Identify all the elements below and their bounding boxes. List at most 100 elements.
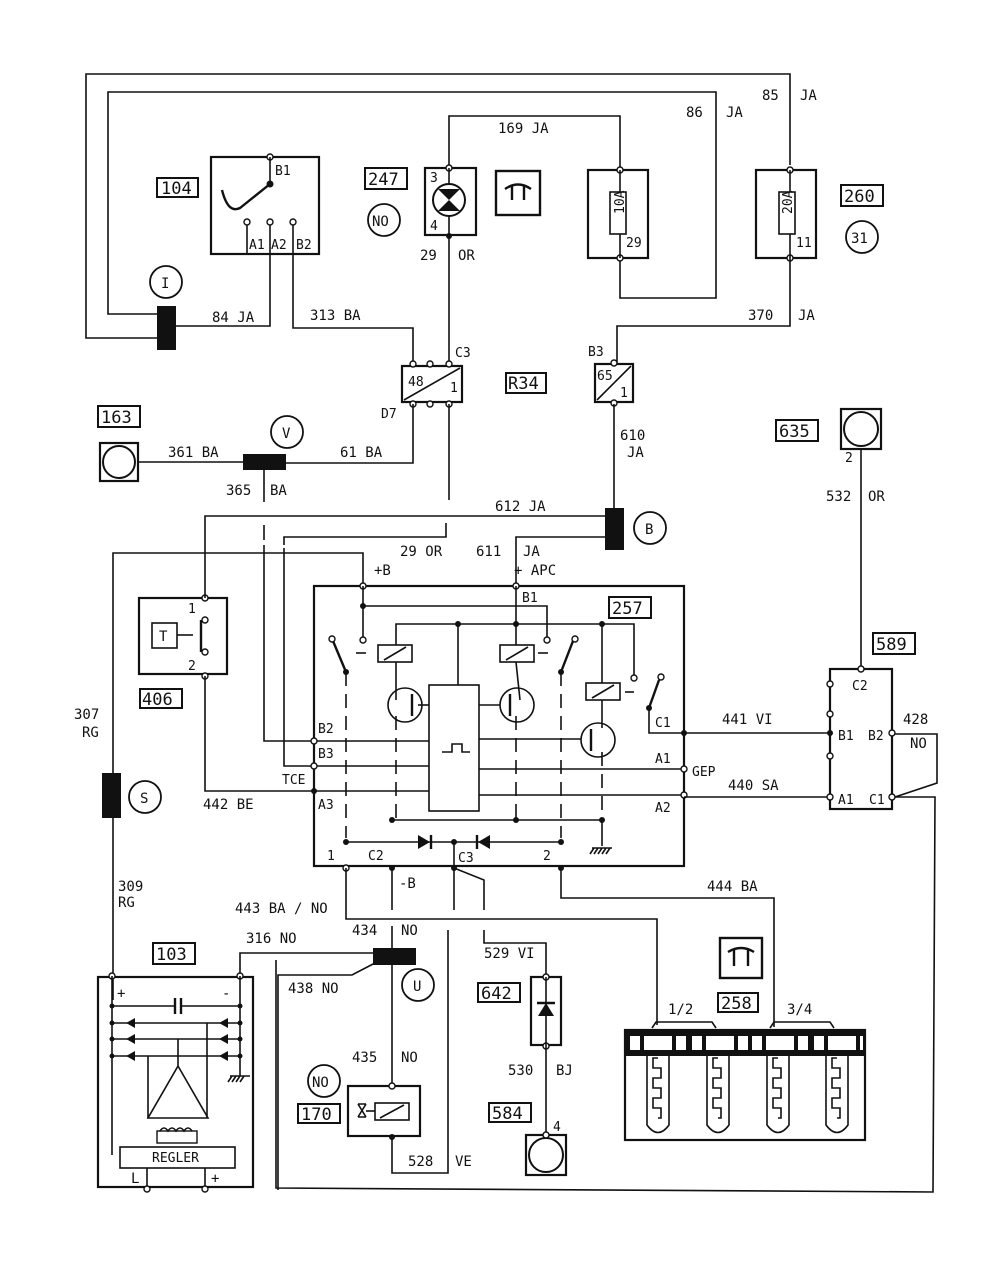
svg-text:3: 3: [430, 171, 438, 186]
svg-text:D7: D7: [381, 407, 397, 422]
connector-65-1: 65 1 B3: [588, 345, 635, 407]
svg-text:309: 309: [118, 879, 143, 895]
wire-434-no: 434 NO: [352, 923, 418, 948]
svg-text:JA: JA: [798, 308, 815, 324]
svg-text:170: 170: [301, 1105, 332, 1125]
svg-text:A1: A1: [838, 793, 854, 808]
wire-309-rg: 309 RG: [118, 879, 143, 911]
svg-text:65: 65: [597, 369, 613, 384]
svg-text:428: 428: [903, 712, 928, 728]
svg-text:C3: C3: [458, 851, 474, 866]
svg-text:NO: NO: [401, 923, 418, 939]
svg-text:4: 4: [430, 219, 438, 234]
svg-text:C3: C3: [455, 346, 471, 361]
svg-text:1: 1: [327, 849, 335, 864]
svg-text:610: 610: [620, 428, 645, 444]
fuse-20a: 20A 11: [754, 166, 818, 262]
svg-text:441 VI: 441 VI: [722, 712, 773, 728]
svg-text:2: 2: [845, 451, 853, 466]
wire-307-rg: 307 RG: [74, 707, 99, 741]
wire-529-vi: 529 VI: [483, 930, 547, 977]
splice-b: B: [605, 508, 667, 550]
wire-428-no: 428 NO: [894, 712, 938, 798]
svg-text:1: 1: [188, 602, 196, 617]
wire-365-ba: 365 BA: [226, 470, 287, 502]
svg-text:I: I: [161, 276, 169, 292]
svg-text:REGLER: REGLER: [152, 1151, 199, 1166]
glow-plug-icon: [494, 169, 542, 217]
svg-text:C2: C2: [852, 679, 868, 694]
component-247: 247 NO 3 4: [364, 164, 478, 239]
wire-84-ja: 84 JA: [175, 254, 271, 327]
svg-text:OR: OR: [868, 489, 885, 505]
svg-text:JA: JA: [523, 544, 540, 560]
svg-text:85: 85: [762, 88, 779, 104]
svg-text:B2: B2: [318, 722, 334, 737]
component-260: 260 31: [840, 184, 884, 254]
svg-text:635: 635: [779, 422, 810, 442]
svg-text:T: T: [159, 629, 168, 645]
svg-text:B1: B1: [522, 591, 538, 606]
wire-440-sa: 440 SA: [684, 778, 830, 798]
svg-text:2: 2: [543, 849, 551, 864]
svg-text:V: V: [282, 426, 291, 442]
svg-text:169 JA: 169 JA: [498, 121, 549, 137]
component-258: 258 1/2 3/4: [623, 936, 867, 1142]
svg-text:BA: BA: [270, 483, 287, 499]
wire-442-be: 442 BE: [203, 676, 312, 813]
svg-text:RG: RG: [118, 895, 135, 911]
fuse-10a: 10A 29: [586, 166, 650, 262]
wire-532-or: 532 OR: [826, 449, 885, 667]
svg-text:1/2: 1/2: [668, 1002, 693, 1018]
svg-text:A3: A3: [318, 798, 334, 813]
wire-528-ve: 528 VE: [391, 930, 472, 1174]
wire-444-ba: 444 BA: [560, 868, 775, 1027]
wire-29-or-top: 29 OR: [420, 236, 475, 364]
component-642: 642: [477, 973, 563, 1050]
svg-text:+: +: [211, 1171, 219, 1187]
splice-s: S: [102, 773, 162, 818]
svg-text:10A: 10A: [613, 190, 628, 214]
svg-text:B2: B2: [868, 729, 884, 744]
component-103: 103 + - REGLER L +: [96, 942, 255, 1193]
svg-text:434: 434: [352, 923, 377, 939]
component-163: 163: [97, 405, 141, 483]
svg-text:103: 103: [156, 945, 187, 965]
svg-text:584: 584: [492, 1104, 523, 1124]
wire-610-ja: 610 JA: [613, 404, 645, 508]
svg-text:443 BA / NO: 443 BA / NO: [235, 901, 328, 917]
svg-text:257: 257: [612, 599, 643, 619]
component-r34: R34: [505, 372, 547, 394]
module-257: 257 B1: [282, 582, 716, 872]
svg-text:C2: C2: [368, 849, 384, 864]
wire-minus-b: -B: [391, 868, 416, 910]
svg-text:642: 642: [481, 984, 512, 1004]
svg-text:2: 2: [188, 659, 196, 674]
wire-61-ba: 61 BA: [286, 404, 414, 464]
component-170: NO 170: [297, 1064, 422, 1140]
svg-text:JA: JA: [726, 105, 743, 121]
connector-48-1: 48 1 C3 D7: [381, 346, 471, 422]
svg-text:1: 1: [620, 386, 628, 401]
svg-text:589: 589: [876, 635, 907, 655]
svg-text:+: +: [117, 986, 125, 1002]
svg-text:611: 611: [476, 544, 501, 560]
svg-text:4: 4: [553, 1120, 561, 1135]
svg-text:529 VI: 529 VI: [484, 946, 535, 962]
wire-85-ja: 85 JA: [85, 73, 817, 339]
component-635: 635 2: [775, 407, 883, 466]
svg-text:612 JA: 612 JA: [495, 499, 546, 515]
svg-text:C1: C1: [869, 793, 885, 808]
svg-text:444 BA: 444 BA: [707, 879, 758, 895]
svg-text:48: 48: [408, 375, 424, 390]
wire-530-bj: 530 BJ: [508, 1046, 573, 1135]
svg-text:31: 31: [851, 231, 868, 247]
svg-text:B: B: [645, 522, 653, 538]
svg-text:NO: NO: [401, 1050, 418, 1066]
svg-text:307: 307: [74, 707, 99, 723]
svg-text:-B: -B: [399, 876, 416, 892]
svg-text:+B: +B: [374, 563, 391, 579]
svg-text:NO: NO: [312, 1075, 329, 1091]
svg-text:BJ: BJ: [556, 1063, 573, 1079]
